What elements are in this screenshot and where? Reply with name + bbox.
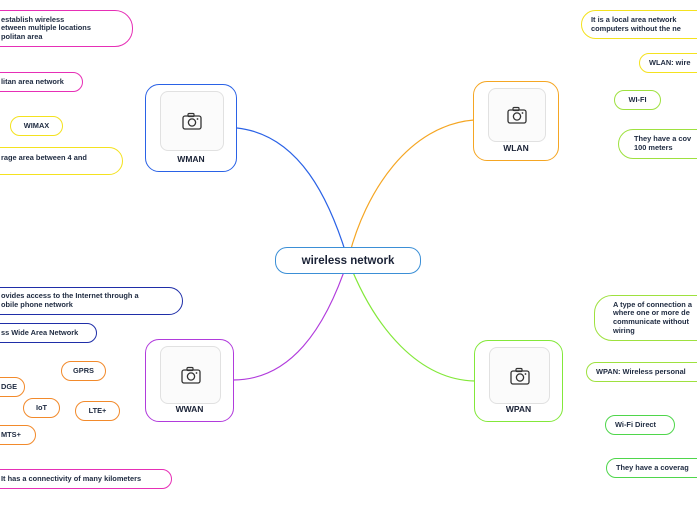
subtopic-text: Wi-Fi Direct: [615, 419, 656, 429]
topic-wwan[interactable]: WWAN: [145, 339, 234, 422]
subtopic-text: A type of connection a where one or more…: [613, 299, 692, 335]
topic-wwan-label: WWAN: [175, 404, 204, 414]
link-wwan: [232, 259, 349, 381]
subtopic-text: WI-FI: [628, 94, 647, 104]
topic-wman[interactable]: WMAN: [145, 84, 237, 172]
subtopic-text: ovides access to the Internet through a …: [1, 291, 139, 309]
subtopic-text: DGE: [1, 381, 18, 391]
subtopic-lte-plus[interactable]: LTE+: [75, 401, 120, 421]
subtopic-wwan-definition[interactable]: ovides access to the Internet through a …: [0, 287, 183, 315]
topic-wpan-label: WPAN: [505, 404, 532, 414]
topic-wlan[interactable]: WLAN: [473, 81, 559, 161]
image-placeholder[interactable]: [489, 347, 550, 404]
root-topic[interactable]: wireless network: [275, 247, 421, 274]
subtopic-text: They have a coverag: [616, 462, 689, 472]
subtopic-text: It has a connectivity of many kilometers: [1, 473, 142, 483]
root-topic-label: wireless network: [301, 254, 395, 267]
subtopic-wlan-acronym[interactable]: WLAN: wire: [639, 53, 697, 73]
camera-icon: [180, 366, 201, 384]
image-placeholder[interactable]: [160, 346, 221, 404]
subtopic-wwan-coverage[interactable]: It has a connectivity of many kilometers: [0, 469, 172, 489]
subtopic-text: LTE+: [88, 405, 107, 415]
subtopic-wpan-coverage[interactable]: They have a coverag: [606, 458, 697, 478]
subtopic-wman-acronym[interactable]: litan area network: [0, 72, 83, 92]
subtopic-text: rage area between 4 and: [1, 153, 87, 162]
subtopic-iot[interactable]: IoT: [23, 398, 60, 418]
subtopic-wman-coverage[interactable]: rage area between 4 and: [0, 147, 123, 175]
subtopic-wifi-direct[interactable]: Wi-Fi Direct: [605, 415, 675, 435]
subtopic-wwan-acronym[interactable]: ss Wide Area Network: [0, 323, 97, 343]
camera-icon: [509, 367, 530, 385]
image-placeholder[interactable]: [488, 88, 546, 142]
subtopic-text: GPRS: [73, 365, 94, 375]
subtopic-wman-definition[interactable]: establish wireless etween multiple locat…: [0, 10, 133, 47]
subtopic-text: establish wireless etween multiple locat…: [1, 14, 91, 41]
camera-icon: [507, 106, 527, 124]
topic-wpan[interactable]: WPAN: [474, 340, 563, 422]
subtopic-wlan-coverage[interactable]: They have a cov 100 meters: [618, 129, 697, 159]
image-placeholder[interactable]: [160, 91, 224, 151]
subtopic-wpan-definition[interactable]: A type of connection a where one or more…: [594, 295, 697, 341]
subtopic-text: It is a local area network computers wit…: [591, 14, 681, 33]
topic-wman-label: WMAN: [177, 154, 205, 164]
subtopic-edge[interactable]: DGE: [0, 377, 25, 397]
link-wpan: [347, 259, 476, 382]
subtopic-text: WLAN: wire: [649, 57, 691, 67]
subtopic-wlan-definition[interactable]: It is a local area network computers wit…: [581, 10, 697, 39]
subtopic-text: IoT: [35, 402, 48, 412]
link-wlan: [347, 119, 475, 261]
subtopic-text: They have a cov 100 meters: [634, 134, 692, 152]
subtopic-text: litan area network: [1, 76, 64, 86]
subtopic-text: WPAN: Wireless personal: [596, 366, 686, 376]
camera-icon: [182, 112, 202, 130]
link-wman: [236, 127, 349, 261]
subtopic-umts-plus[interactable]: MTS+: [0, 425, 36, 445]
subtopic-text: ss Wide Area Network: [1, 327, 79, 337]
subtopic-text: MTS+: [1, 429, 21, 439]
subtopic-gprs[interactable]: GPRS: [61, 361, 106, 381]
subtopic-text: WIMAX: [23, 120, 50, 130]
subtopic-wifi[interactable]: WI-FI: [614, 90, 661, 110]
subtopic-wimax[interactable]: WIMAX: [10, 116, 63, 136]
subtopic-wpan-acronym[interactable]: WPAN: Wireless personal: [586, 362, 697, 382]
topic-wlan-label: WLAN: [503, 143, 529, 153]
